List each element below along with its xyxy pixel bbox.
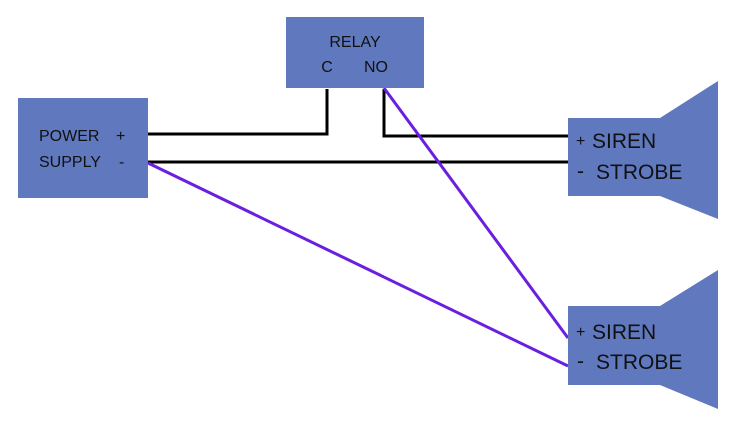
siren-1-horn <box>568 81 718 219</box>
power-supply-block: POWER + SUPPLY - <box>18 98 148 198</box>
siren-1-label-siren: SIREN <box>592 130 656 153</box>
power-supply-label-power: POWER <box>39 128 99 145</box>
siren-2-label-siren: SIREN <box>592 321 656 344</box>
wire-relay-no-to-siren-2-plus <box>382 87 570 339</box>
relay-box <box>286 17 424 88</box>
wire-power-minus-to-siren-2-minus <box>147 161 569 368</box>
power-supply-box <box>18 98 148 198</box>
siren-1-minus-terminal: - <box>577 160 584 183</box>
wires <box>147 87 570 368</box>
power-supply-label-supply: SUPPLY <box>39 154 101 171</box>
relay-no-terminal: NO <box>364 59 388 76</box>
siren-2-horn <box>568 270 718 409</box>
relay-block: RELAY C NO <box>286 17 424 88</box>
siren-1-label-strobe: STROBE <box>596 161 682 184</box>
siren-strobe-2: + SIREN - STROBE <box>568 270 718 409</box>
wire-relay-no-to-siren-1-plus <box>382 89 568 138</box>
siren-2-minus-terminal: - <box>577 350 584 373</box>
power-supply-plus-terminal: + <box>116 128 125 145</box>
power-supply-minus-terminal: - <box>119 154 124 171</box>
wire-power-plus-to-relay-c <box>148 89 329 136</box>
siren-2-label-strobe: STROBE <box>596 351 682 374</box>
siren-strobe-1: + SIREN - STROBE <box>568 81 718 219</box>
relay-title: RELAY <box>329 34 381 51</box>
siren-1-plus-terminal: + <box>576 133 585 150</box>
relay-c-terminal: C <box>321 59 333 76</box>
siren-2-plus-terminal: + <box>576 324 585 341</box>
